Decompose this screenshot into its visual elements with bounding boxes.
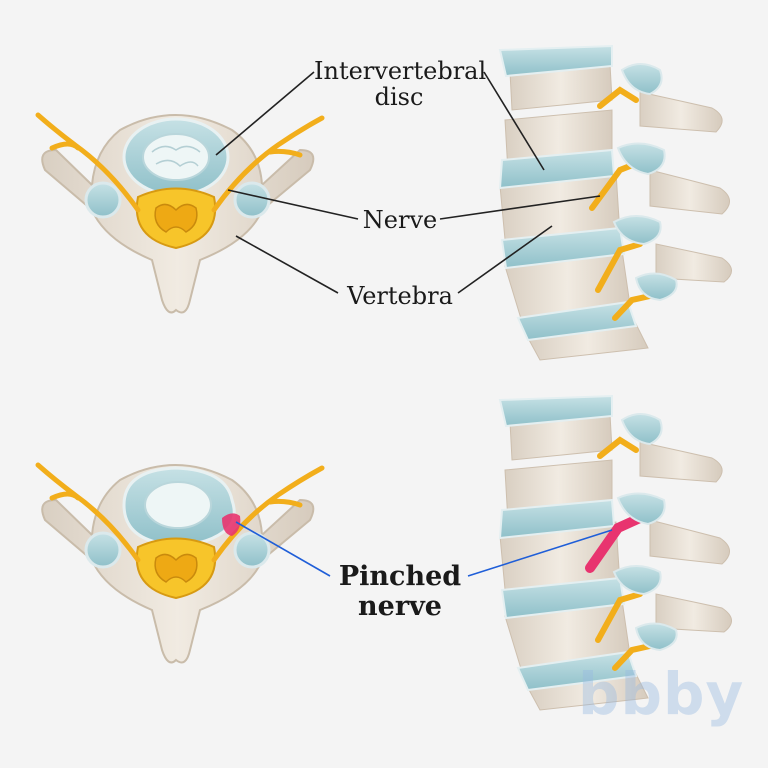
pinched-nerve-highlight <box>222 513 241 536</box>
leader-pinched-left <box>235 521 331 577</box>
label-pinched-nerve: Pinched nerve <box>330 562 470 622</box>
leader-vertebra-left <box>235 235 339 294</box>
leader-disc-left <box>215 71 315 156</box>
vertebral-bodies <box>499 413 649 711</box>
spinal-cord-pattern <box>154 203 198 233</box>
leader-lines <box>215 71 601 294</box>
facet-right <box>233 181 271 219</box>
vertebra-top-view-pinched <box>35 462 325 664</box>
leader-vertebra-right <box>457 225 553 294</box>
facet-right <box>233 531 271 569</box>
label-pinched-line1: Pinched <box>338 561 462 592</box>
leader-lines-pinched <box>235 521 613 577</box>
label-intervertebral-disc-line1: Intervertebral <box>314 57 487 85</box>
label-intervertebral-disc: Intervertebral disc <box>314 57 487 111</box>
spinous-processes <box>639 441 732 633</box>
leader-disc-right <box>483 71 545 171</box>
intervertebral-discs-side <box>498 44 638 342</box>
spine-side-view-pinched <box>498 394 732 711</box>
label-nerve: Nerve <box>362 206 438 234</box>
nerve-ganglia-side <box>612 413 678 652</box>
nerve-roots-side <box>595 436 653 671</box>
watermark-logo: bbby <box>578 660 745 728</box>
disc-texture <box>151 145 201 167</box>
intervertebral-discs-side <box>498 394 638 692</box>
facet-left <box>84 531 122 569</box>
nerve-ganglia-side <box>612 63 678 302</box>
label-intervertebral-disc-line2: disc <box>374 83 424 111</box>
spinous-processes <box>639 91 732 283</box>
leader-nerve-left <box>227 189 359 220</box>
leader-pinched-right <box>467 529 613 577</box>
spine-side-view-healthy <box>498 44 732 361</box>
label-pinched-line2: nerve <box>358 591 442 622</box>
label-vertebra: Vertebra <box>347 282 453 310</box>
facet-left <box>84 181 122 219</box>
spinal-cord-pattern <box>154 553 198 583</box>
leader-nerve-right <box>439 195 601 220</box>
disc-nucleus <box>144 481 212 529</box>
pinched-nerve-root-side <box>585 513 645 573</box>
disc-nucleus <box>142 133 210 181</box>
vertebra-top-view-healthy <box>35 112 325 314</box>
nerve-roots <box>35 462 325 563</box>
